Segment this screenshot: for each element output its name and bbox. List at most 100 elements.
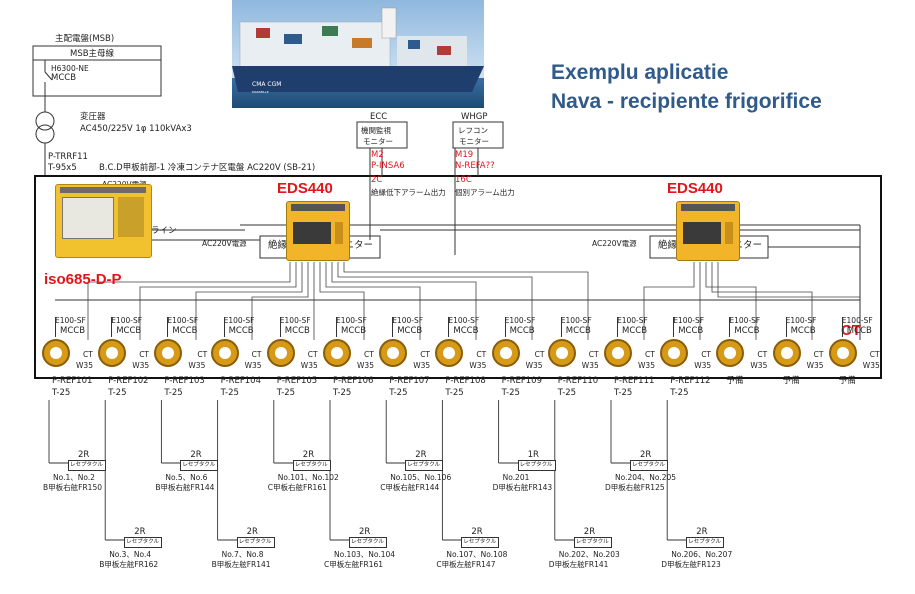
feeder-cable-type: T-25: [164, 388, 183, 398]
receptacle-count: 2R: [415, 450, 427, 460]
receptacle-numbers: No.204、No.205: [615, 473, 677, 482]
receptacle-numbers: No.105、No.106: [390, 473, 452, 482]
transformer-name: 変圧器: [80, 112, 106, 122]
receptacle-numbers: No.201: [502, 473, 530, 482]
breaker-stem: [336, 317, 337, 337]
mccb-label: MCCB: [228, 326, 254, 336]
ecc-line2: モニター: [363, 137, 393, 146]
breaker-stem: [673, 317, 675, 337]
receptacle-box: レセプタクル: [68, 460, 106, 471]
feeder-cable-id: 予備: [782, 376, 800, 386]
mccb-label: MCCB: [790, 326, 816, 336]
breaker-model: E100-SF: [167, 316, 199, 325]
breaker-stem: [504, 317, 506, 337]
breaker-stem: [279, 317, 281, 337]
receptacle-location: C甲板右舷FR161: [267, 483, 327, 492]
mccb-label: MCCB: [509, 326, 535, 336]
feeder-cable-id: P-REF102: [108, 376, 149, 386]
receptacle-group: 2R レセプタクル No.1、No.2 B甲板右舷FR150: [33, 450, 143, 501]
eds-right-leds: [725, 222, 733, 244]
receptacle-group: 2R レセプタクル No.101、No.102 C甲板右舷FR161: [258, 450, 368, 501]
ct-ref: CT: [307, 350, 318, 359]
receptacle-box-label: レセプタクル: [294, 462, 328, 468]
receptacle-count: 2R: [190, 450, 202, 460]
receptacle-numbers: No.202、No.203: [558, 550, 620, 559]
w35-label: W35: [694, 361, 712, 370]
ct-sensor-icon: [660, 339, 689, 367]
heading-line2: Nava - recipiente frigorifice: [551, 90, 822, 113]
eds440-left-label: EDS440: [277, 180, 333, 197]
ct-ref: CT: [534, 350, 545, 359]
ct-ref: CT: [813, 350, 824, 359]
ct-ref: CT: [420, 350, 431, 359]
receptacle-count: 2R: [583, 527, 596, 537]
w35-label: W35: [806, 361, 824, 370]
feeder-cable-type: T-25: [670, 388, 689, 398]
ct-sensor-hole: [443, 347, 456, 359]
receptacle-box: レセプタクル: [292, 460, 331, 471]
ct-sensor-icon: [716, 339, 745, 367]
ct-sensor-hole: [499, 347, 512, 359]
whgp-line1: レフコン: [458, 126, 488, 135]
feeder-column: E100-SF MCCB CT W35 予備: [828, 302, 898, 402]
insulation-right: 絶縁: [658, 240, 678, 251]
whgp-red-3: 16C: [455, 175, 472, 185]
receptacle-count: 2R: [302, 450, 315, 460]
eds-left-display: [293, 222, 331, 244]
ct-sensor-hole: [274, 347, 287, 359]
w35-label: W35: [188, 361, 206, 370]
ct-sensor-icon: [379, 339, 408, 367]
ct-sensor-icon: [42, 339, 70, 367]
feeder-column: E100-SF MCCB CT W35 P-REF102 T-25: [98, 302, 167, 402]
ecc-red-3: 2C: [371, 175, 383, 185]
w35-label: W35: [76, 361, 93, 370]
ct-ref: CT: [645, 350, 655, 359]
breaker-stem: [223, 317, 225, 337]
w35-label: W35: [300, 361, 318, 370]
ct-sensor-icon: [547, 339, 576, 367]
eds-left-leds: [335, 222, 343, 244]
feeder-cable-id: P-REF104: [220, 376, 261, 386]
receptacle-location: D甲板右舷FR143: [492, 483, 553, 492]
receptacle-box: レセプタクル: [124, 537, 163, 548]
cable-type: T-95x5: [48, 163, 77, 173]
breaker-model: E100-SF: [336, 316, 367, 325]
feeder-cable-type: T-25: [108, 388, 127, 398]
receptacle-box-label: レセプタクル: [70, 462, 103, 468]
w35-label: W35: [469, 361, 487, 370]
ct-ref: CT: [869, 350, 880, 359]
breaker-model: E100-SF: [279, 316, 311, 325]
receptacle-count: 2R: [640, 450, 652, 460]
monitor-right: モニター: [724, 240, 763, 251]
feeder-cable-id: P-REF112: [670, 376, 711, 386]
ct-ref: CT: [83, 350, 93, 359]
ct-sensor-hole: [612, 347, 624, 359]
receptacle-box: レセプタクル: [349, 537, 387, 548]
feeder-column: E100-SF MCCB CT W35 P-REF105 T-25: [266, 302, 336, 402]
ct-sensor-hole: [162, 347, 175, 359]
ct-ref: CT: [139, 350, 150, 359]
receptacle-numbers: No.3、No.4: [109, 550, 152, 559]
ct-sensor-icon: [435, 339, 464, 367]
iso685-screen: [62, 197, 114, 239]
receptacle-box: レセプタクル: [686, 537, 725, 548]
ct-label: CT: [841, 322, 861, 339]
whgp-red-2: N-REFA??: [455, 161, 495, 171]
mccb-label: MCCB: [565, 326, 591, 336]
ct-sensor-hole: [668, 347, 681, 359]
feeder-column: E100-SF MCCB CT W35 P-REF108 T-25: [435, 302, 504, 402]
ct-sensor-icon: [828, 339, 857, 367]
receptacle-box-label: レセプタクル: [182, 462, 216, 468]
feeder-cable-type: T-25: [52, 388, 71, 398]
breaker-model: E100-SF: [504, 316, 536, 325]
receptacle-box-label: レセプタクル: [407, 462, 441, 468]
w35-label: W35: [244, 361, 262, 370]
breaker-stem: [560, 317, 562, 337]
receptacle-box: レセプタクル: [573, 537, 612, 548]
feeder-column: E100-SF MCCB CT W35 P-REF106 T-25: [323, 302, 392, 402]
feeder-cable-type: T-25: [557, 388, 577, 398]
eds440-left-device: [286, 201, 350, 261]
ct-sensor-icon: [98, 339, 127, 367]
breaker-stem: [729, 317, 731, 337]
feeder-column: E100-SF MCCB CT W35 P-REF109 T-25: [491, 302, 561, 402]
